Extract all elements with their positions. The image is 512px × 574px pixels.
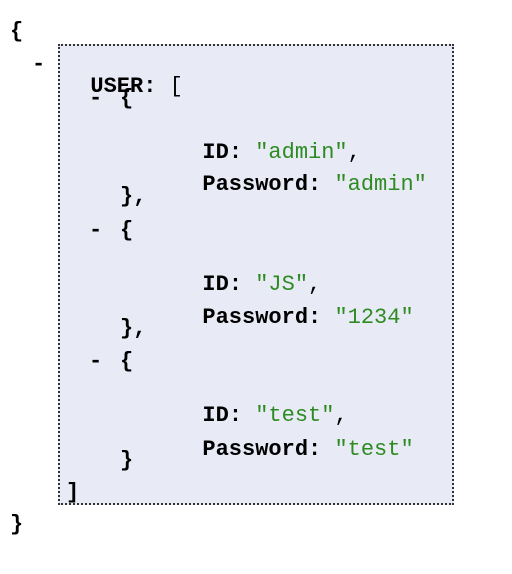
user-key: USER (90, 74, 144, 99)
collapse-user-toggle[interactable]: - (32, 52, 46, 77)
entry-1-password-row[interactable]: Password: "admin" (202, 172, 427, 197)
password-key: Password (202, 437, 309, 462)
entry-2-password-row[interactable]: Password: "1234" (202, 305, 414, 330)
root-open-brace: { (10, 19, 24, 44)
entry-2-close-brace: }, (120, 316, 147, 341)
password-value: "test" (334, 437, 414, 462)
collapse-entry-1-toggle[interactable]: - (89, 86, 103, 111)
id-key: ID (202, 272, 229, 297)
password-key: Password (202, 305, 309, 330)
selected-node-highlight (58, 44, 454, 505)
collapse-entry-2-toggle[interactable]: - (89, 218, 103, 243)
entry-3-open-brace: { (120, 349, 134, 374)
array-close-bracket: ] (66, 480, 80, 505)
id-value: "admin" (255, 140, 348, 165)
entry-2-id-row[interactable]: ID: "JS", (202, 272, 322, 297)
id-key: ID (202, 140, 229, 165)
entry-3-id-row[interactable]: ID: "test", (202, 403, 348, 428)
user-colon: : (143, 74, 157, 99)
id-value: "JS" (255, 272, 309, 297)
id-value: "test" (255, 403, 335, 428)
entry-3-password-row[interactable]: Password: "test" (202, 437, 414, 462)
entry-1-id-row[interactable]: ID: "admin", (202, 140, 361, 165)
entry-1-close-brace: }, (120, 184, 147, 209)
id-key: ID (202, 403, 229, 428)
root-close-brace: } (10, 512, 24, 537)
collapse-entry-3-toggle[interactable]: - (89, 349, 103, 374)
user-key-row[interactable]: USER: [ (64, 54, 183, 99)
entry-2-open-brace: { (120, 218, 134, 243)
entry-1-open-brace: { (120, 86, 134, 111)
entry-3-close-brace: } (120, 448, 134, 473)
array-open-bracket: [ (169, 74, 183, 99)
password-value: "admin" (334, 172, 427, 197)
password-key: Password (202, 172, 309, 197)
password-value: "1234" (334, 305, 414, 330)
